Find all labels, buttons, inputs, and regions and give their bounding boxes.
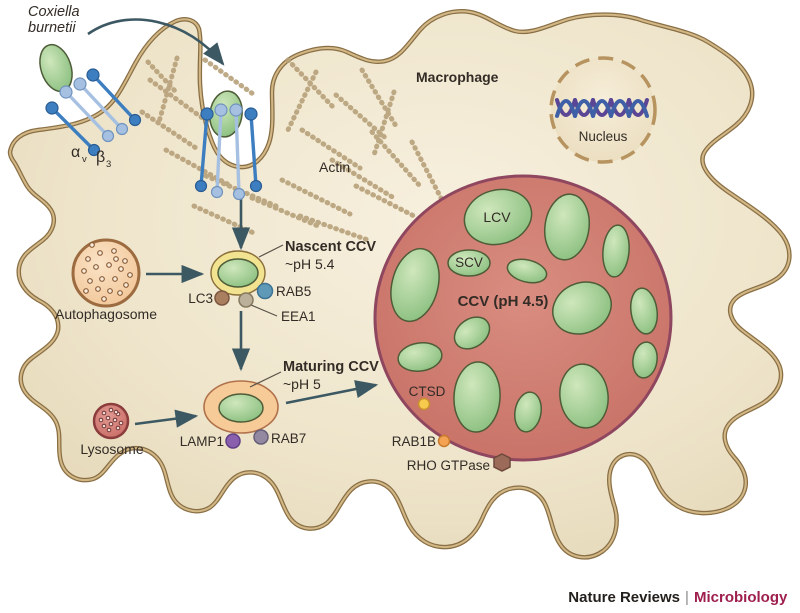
rab7-protein bbox=[253, 429, 269, 445]
integrin-pin-light bbox=[59, 85, 115, 143]
lysosome-arrow bbox=[134, 409, 199, 428]
nascent-ccv: Nascent CCV ~pH 5.4 LC3 RAB5 EEA1 bbox=[188, 239, 376, 324]
macrophage-label: Macrophage bbox=[416, 69, 499, 85]
lamp1-label: LAMP1 bbox=[180, 434, 224, 449]
maturing-ccv-title: Maturing CCV bbox=[283, 359, 379, 375]
eea1-protein bbox=[238, 292, 254, 308]
ctsd-label: CTSD bbox=[409, 384, 446, 399]
integrin-pin-light bbox=[73, 77, 129, 136]
ccv-title: CCV (pH 4.5) bbox=[458, 293, 549, 310]
rab5-protein bbox=[256, 282, 274, 300]
alpha-v-label: α bbox=[71, 144, 80, 161]
integrin-pin-dark bbox=[86, 68, 142, 127]
rab5-label: RAB5 bbox=[276, 284, 311, 299]
beta-3-sub: 3 bbox=[106, 159, 111, 170]
organism-name-line2: burnetii bbox=[28, 20, 76, 36]
rab1b-label: RAB1B bbox=[392, 434, 436, 449]
integrin-pin-light bbox=[210, 103, 228, 199]
lysosome-label: Lysosome bbox=[80, 441, 144, 457]
arrow-to-ccv bbox=[285, 380, 379, 405]
autophagosome: Autophagosome bbox=[55, 238, 157, 322]
lcv-label: LCV bbox=[483, 209, 511, 225]
rho-gtpase-protein bbox=[493, 453, 511, 472]
autophagosome-label: Autophagosome bbox=[55, 306, 157, 322]
ccv-vacuole: LCV SCV CCV (pH 4.5) CTSD RAB1B RHO GTPa… bbox=[373, 174, 673, 473]
footer-journal: Microbiology bbox=[694, 589, 788, 606]
eea1-label: EEA1 bbox=[281, 309, 316, 324]
lc3-protein bbox=[214, 290, 230, 306]
rho-gtpase-label: RHO GTPase bbox=[407, 458, 490, 473]
actin-label: Actin bbox=[319, 159, 350, 175]
pathway-arrows bbox=[87, 18, 379, 428]
integrin-pin-dark bbox=[194, 107, 214, 193]
organism-name-line1: Coxiella bbox=[28, 4, 80, 20]
nucleus: Nucleus bbox=[549, 56, 657, 164]
integrin-pin-dark bbox=[244, 107, 263, 193]
nucleus-label: Nucleus bbox=[579, 129, 628, 144]
coxiella-bacterium bbox=[39, 43, 73, 93]
maturing-ccv-ph: ~pH 5 bbox=[283, 376, 321, 392]
lamp1-protein bbox=[225, 433, 241, 449]
footer-divider: | bbox=[685, 589, 689, 606]
scv-label: SCV bbox=[455, 255, 483, 270]
rab7-label: RAB7 bbox=[271, 431, 306, 446]
lysosome: Lysosome bbox=[80, 402, 144, 457]
beta-3-label: β bbox=[96, 149, 105, 166]
nascent-ccv-title: Nascent CCV bbox=[285, 239, 376, 255]
nascent-ccv-ph: ~pH 5.4 bbox=[285, 256, 335, 272]
integrin-receptors-entry bbox=[194, 103, 263, 201]
alpha-v-sub: v bbox=[82, 154, 87, 165]
integrin-receptors-surface bbox=[45, 68, 142, 157]
maturing-ccv: Maturing CCV ~pH 5 LAMP1 RAB7 bbox=[180, 359, 379, 449]
dna-icon bbox=[555, 98, 649, 118]
integrin-pin-light bbox=[229, 103, 246, 201]
ccv-bacteria bbox=[390, 188, 659, 433]
lc3-label: LC3 bbox=[188, 291, 213, 306]
journal-footer: Nature Reviews | Microbiology bbox=[568, 589, 788, 606]
entry-arrow bbox=[87, 18, 225, 66]
integrin-pin-dark bbox=[45, 101, 101, 157]
footer-brand: Nature Reviews bbox=[568, 589, 680, 606]
rab1b-protein bbox=[437, 434, 451, 448]
ctsd-protein bbox=[417, 397, 431, 411]
